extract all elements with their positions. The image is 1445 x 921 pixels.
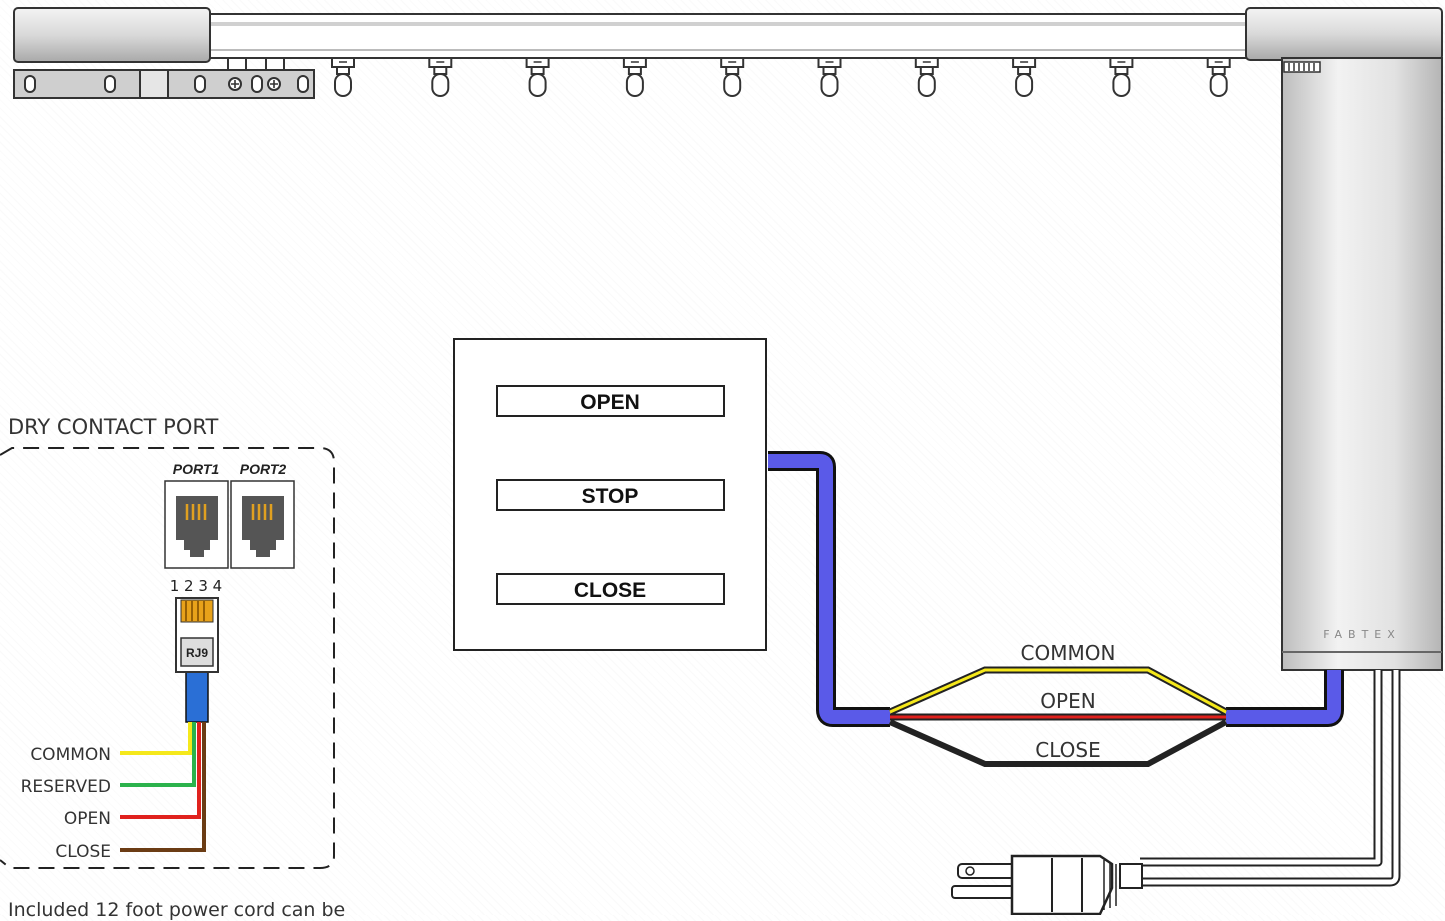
motor-body: FABTEX bbox=[1281, 57, 1443, 671]
cable-label-common: COMMON bbox=[1021, 641, 1116, 665]
cable-sheath-left bbox=[768, 454, 890, 724]
track-glider bbox=[525, 57, 550, 97]
switch-button-close-label: CLOSE bbox=[574, 579, 646, 602]
port2-label: PORT2 bbox=[240, 461, 287, 477]
dry-contact-title: DRY CONTACT PORT bbox=[8, 415, 218, 439]
dry-contact-panel: DRY CONTACT PORT PORT1 PORT2 1 2 3 4 RJ9 bbox=[0, 415, 335, 869]
pin-numbers: 1 2 3 4 bbox=[170, 577, 222, 595]
wire-label-open: OPEN bbox=[64, 809, 111, 829]
switch-panel: OPEN STOP CLOSE bbox=[453, 338, 767, 651]
motor-brand-label: FABTEX bbox=[1323, 628, 1401, 641]
track-glider bbox=[720, 57, 745, 97]
pin-wire-open bbox=[120, 722, 201, 819]
wire-label-reserved: RESERVED bbox=[21, 777, 111, 797]
track-glider bbox=[817, 57, 842, 97]
rj9-label: RJ9 bbox=[186, 646, 208, 660]
power-cord-caption: Included 12 foot power cord can be bbox=[8, 899, 346, 921]
track-gliders bbox=[331, 57, 1231, 97]
curtain-track bbox=[13, 7, 1443, 63]
track-glider bbox=[914, 57, 939, 97]
wire-label-common: COMMON bbox=[30, 745, 111, 765]
pin-wire-close bbox=[120, 722, 206, 852]
port2-jack bbox=[230, 480, 295, 569]
track-glider bbox=[1109, 57, 1134, 97]
port1-label: PORT1 bbox=[173, 461, 220, 477]
track-glider bbox=[428, 57, 453, 97]
track-glider bbox=[331, 57, 355, 97]
control-cable: COMMON OPEN CLOSE bbox=[768, 451, 1344, 767]
track-glider bbox=[1206, 57, 1231, 97]
pin-wire-common bbox=[120, 722, 192, 755]
split-wire-common bbox=[889, 668, 1227, 714]
track-glider bbox=[622, 57, 647, 97]
power-plug bbox=[951, 854, 1143, 915]
wire-label-close: CLOSE bbox=[55, 842, 111, 862]
switch-button-open[interactable]: OPEN bbox=[496, 385, 725, 417]
switch-button-close[interactable]: CLOSE bbox=[496, 573, 725, 605]
mounting-bracket bbox=[13, 57, 315, 99]
cable-label-open: OPEN bbox=[1040, 689, 1095, 713]
track-glider bbox=[1012, 57, 1037, 97]
cable-sheath-right bbox=[1226, 670, 1341, 724]
port1-jack bbox=[164, 480, 229, 569]
track-end-cap-left bbox=[13, 7, 211, 63]
split-wire-close bbox=[888, 719, 1228, 767]
power-cord bbox=[1140, 670, 1401, 887]
cable-label-close: CLOSE bbox=[1035, 738, 1100, 762]
switch-button-stop[interactable]: STOP bbox=[496, 479, 725, 511]
rj9-plug: RJ9 bbox=[175, 597, 219, 723]
motor-head bbox=[1245, 7, 1443, 61]
pin-wire-reserved bbox=[120, 722, 196, 787]
switch-button-stop-label: STOP bbox=[582, 485, 639, 508]
switch-button-open-label: OPEN bbox=[580, 391, 640, 414]
